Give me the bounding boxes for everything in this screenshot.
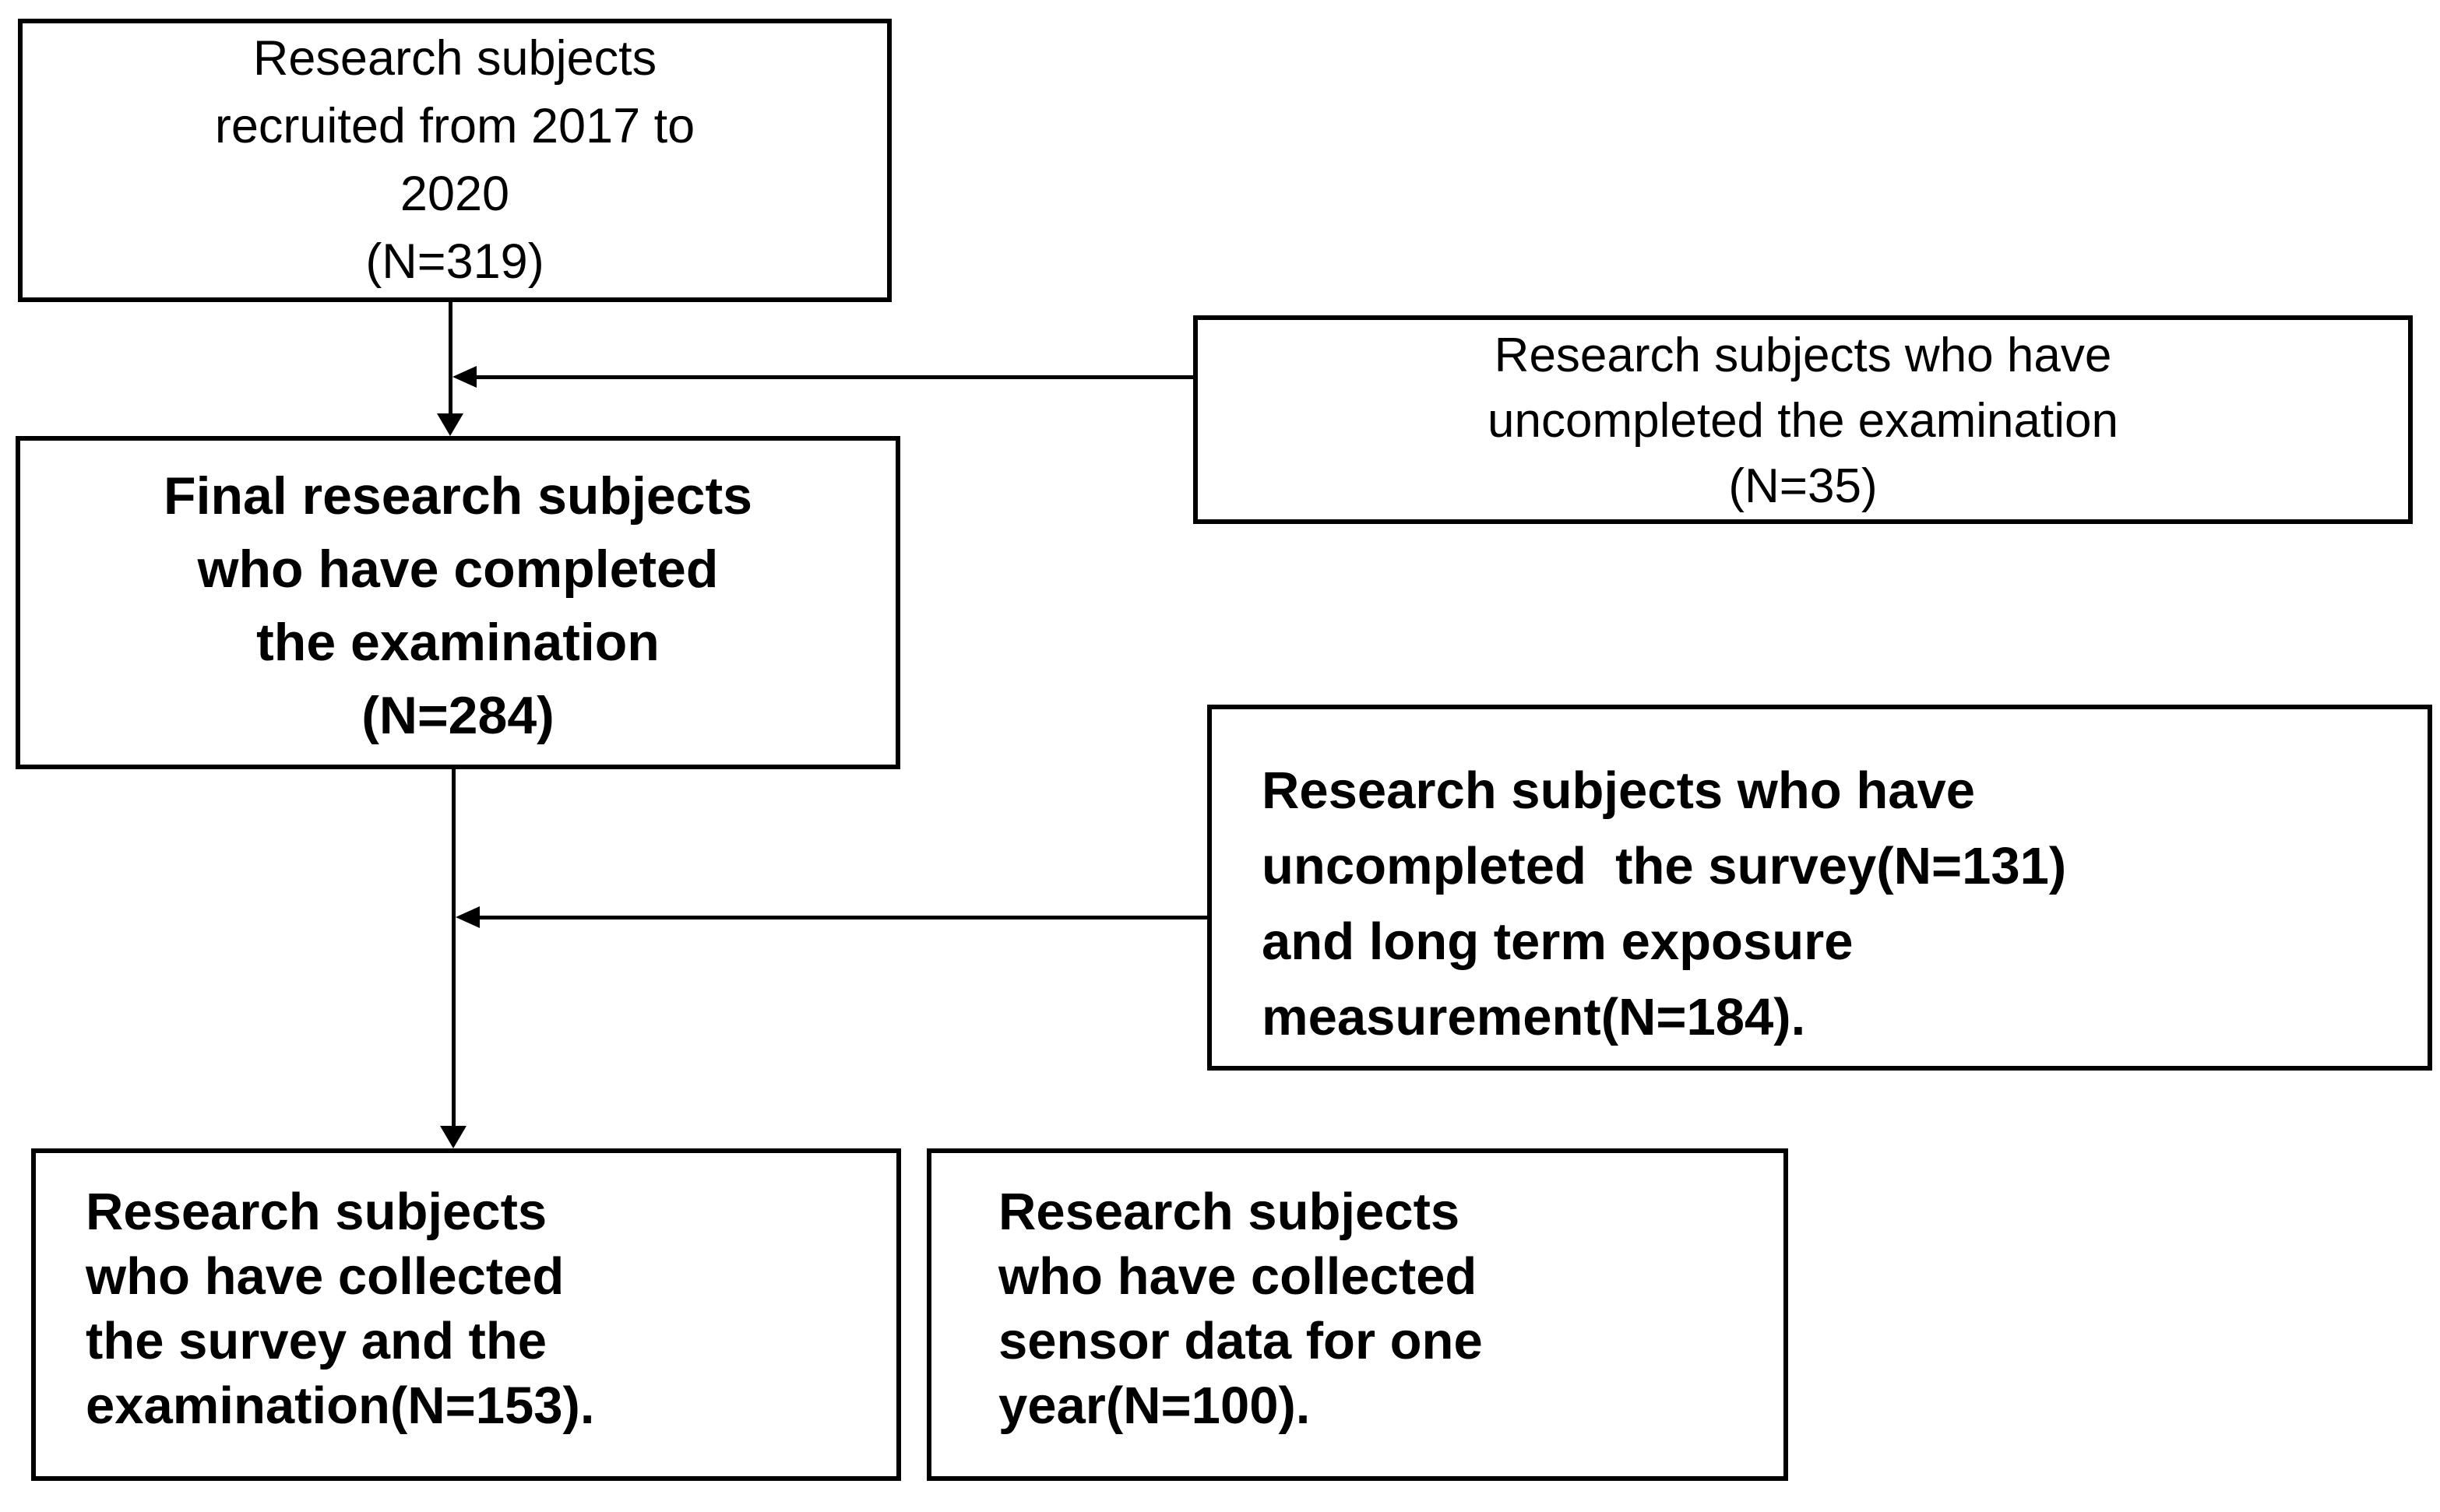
arrowhead-left-uncompleted-survey	[456, 906, 480, 928]
box-final-research-subjects: Final research subjects who have complet…	[16, 436, 900, 769]
flow-line-uncompleted-exam-branch	[475, 375, 1193, 379]
box-uncompleted-examination: Research subjects who have uncompleted t…	[1193, 315, 2413, 524]
box-recruited-subjects: Research subjects recruited from 2017 to…	[18, 19, 892, 302]
box-collected-sensor-data: Research subjects who have collected sen…	[927, 1148, 1788, 1481]
flow-line-final-to-collected	[452, 769, 456, 1127]
box-collected-survey-examination-text: Research subjects who have collected the…	[86, 1183, 595, 1435]
box-collected-sensor-data-text: Research subjects who have collected sen…	[998, 1183, 1483, 1435]
arrowhead-left-uncompleted-exam	[452, 366, 477, 388]
arrowhead-down-into-collected-box	[440, 1126, 467, 1148]
box-final-research-subjects-text: Final research subjects who have complet…	[164, 466, 752, 745]
box-collected-survey-examination: Research subjects who have collected the…	[31, 1148, 901, 1481]
box-uncompleted-examination-text: Research subjects who have uncompleted t…	[1488, 329, 2118, 513]
box-uncompleted-survey-exposure: Research subjects who have uncompleted t…	[1207, 705, 2432, 1071]
flow-line-recruited-to-final	[449, 302, 452, 416]
arrowhead-down-into-final-box	[437, 413, 463, 436]
flow-line-uncompleted-survey-branch	[479, 916, 1207, 920]
box-uncompleted-survey-exposure-text: Research subjects who have uncompleted t…	[1262, 761, 2067, 1046]
box-recruited-subjects-text: Research subjects recruited from 2017 to…	[214, 31, 695, 289]
